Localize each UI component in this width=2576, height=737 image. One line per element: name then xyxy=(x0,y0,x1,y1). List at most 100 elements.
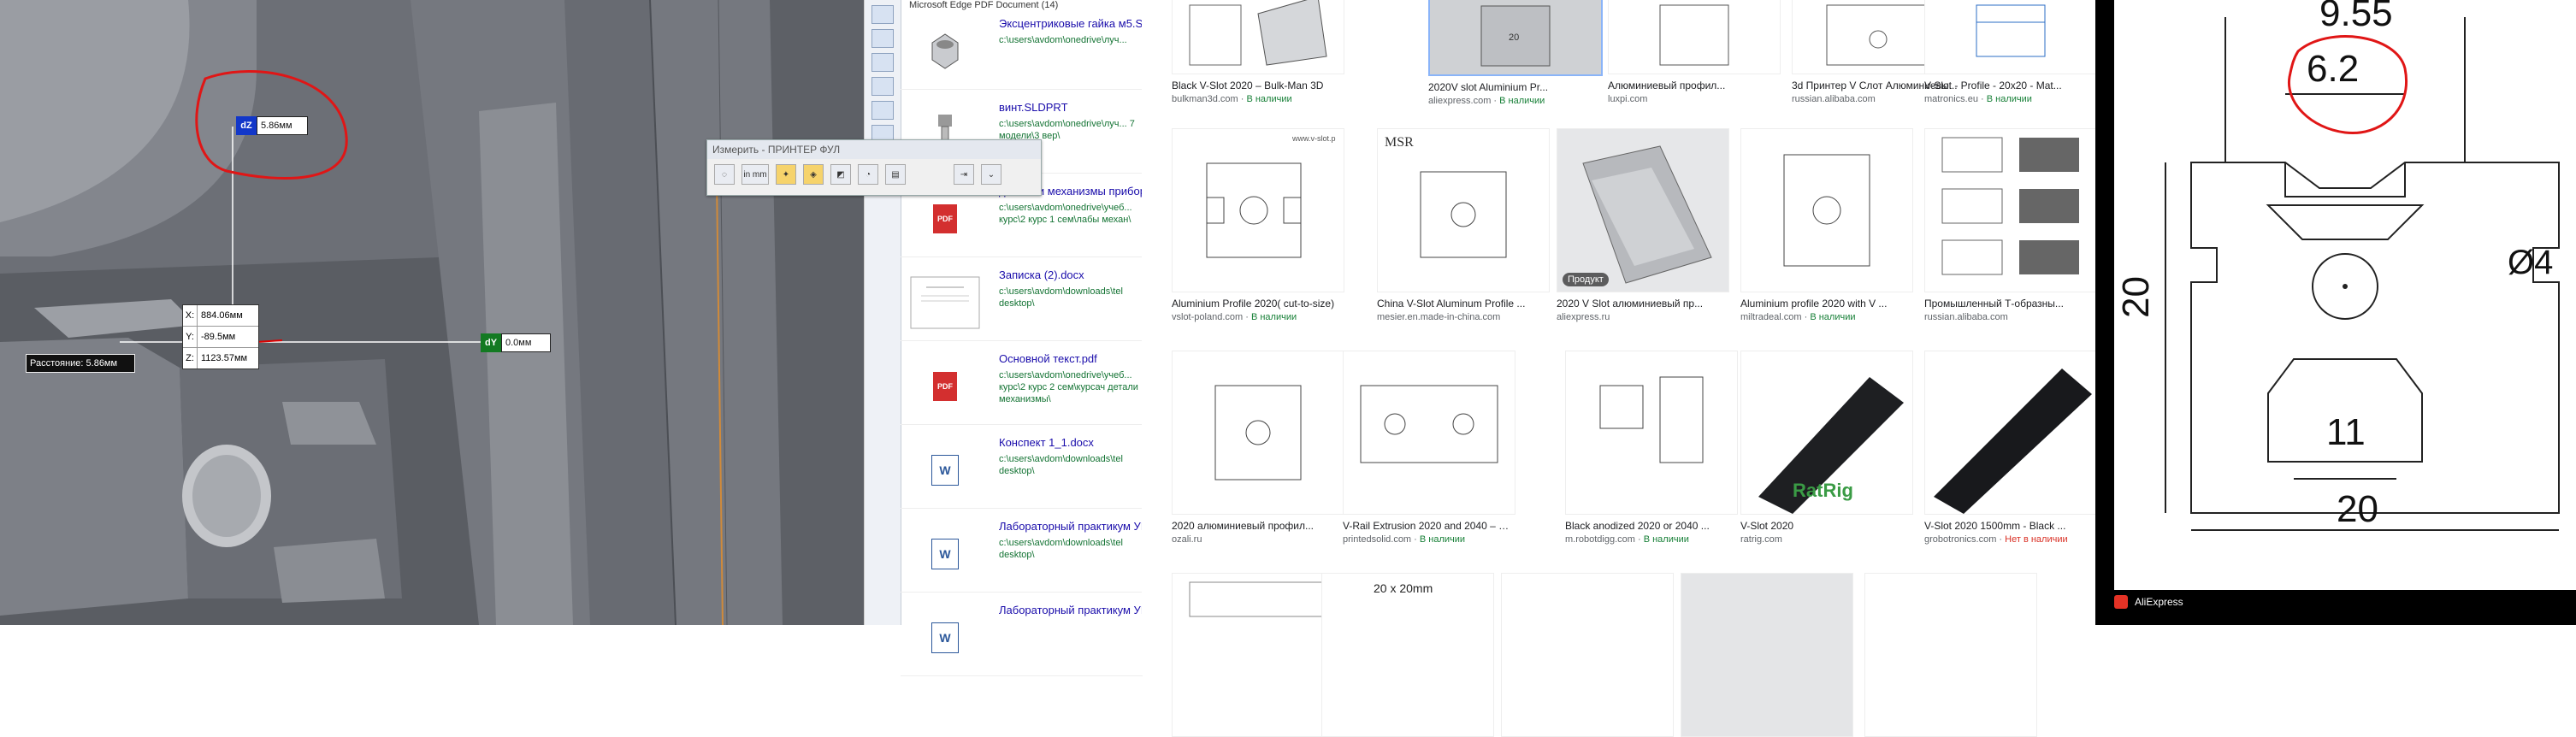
result-image[interactable]: www.v-slot.p xyxy=(1172,128,1344,292)
file-name[interactable]: Конспект 1_1.docx xyxy=(999,436,1094,449)
result-caption[interactable]: Aluminium profile 2020 with V ... xyxy=(1740,298,1888,310)
result-card[interactable]: MSR China V-Slot Aluminum Profile ... me… xyxy=(1377,128,1550,322)
result-card[interactable]: Aluminium profile 2020 with V ... miltra… xyxy=(1740,128,1913,322)
file-name[interactable]: Основной текст.pdf xyxy=(999,352,1097,365)
result-caption[interactable]: V-Slot 2020 1500mm - Black ... xyxy=(1924,520,2066,532)
result-caption[interactable]: 2020 алюминиевый профил... xyxy=(1172,520,1314,532)
result-caption[interactable]: V-Rail Extrusion 2020 and 2040 – Printe.… xyxy=(1343,520,1514,532)
drawing-icon[interactable] xyxy=(871,101,894,120)
result-card[interactable]: V-Rail Extrusion 2020 and 2040 – Printe.… xyxy=(1343,351,1515,545)
result-source: bulkman3d.com · В наличии xyxy=(1172,94,1292,104)
source-name: luxpi.com xyxy=(1608,94,1648,104)
result-card[interactable]: Промышленный Т-образны... russian.alibab… xyxy=(1924,128,2097,322)
result-caption[interactable]: China V-Slot Aluminum Profile ... xyxy=(1377,298,1526,310)
result-caption[interactable]: Black anodized 2020 or 2040 ... xyxy=(1565,520,1710,532)
thumb-url: www.v-slot.p xyxy=(1291,134,1336,143)
file-name[interactable]: Лабораторный практикум УМ 1.doc xyxy=(999,520,1181,533)
file-item[interactable]: PDF детали и механизмы приборов.pdf c:\u… xyxy=(901,180,1177,257)
source-name: russian.alibaba.com xyxy=(1792,94,1876,104)
result-image[interactable] xyxy=(1740,128,1913,292)
file-name[interactable]: винт.SLDPRT xyxy=(999,101,1068,114)
file-item[interactable]: PDF Основной текст.pdf c:\users\avdom\on… xyxy=(901,347,1143,425)
xyz-button[interactable]: ◈ xyxy=(803,164,824,185)
units-button[interactable]: in mm xyxy=(741,164,769,185)
svg-text:20: 20 xyxy=(1509,32,1519,43)
open-icon[interactable] xyxy=(871,29,894,48)
result-card[interactable] xyxy=(1501,573,1674,737)
result-image[interactable] xyxy=(1501,573,1674,737)
result-caption[interactable]: Промышленный Т-образны... xyxy=(1924,298,2064,310)
result-image[interactable] xyxy=(1565,351,1738,515)
result-caption[interactable]: V-Slot - Profile - 20x20 - Mat... xyxy=(1924,80,2062,91)
history-button[interactable]: ◔ xyxy=(858,164,878,185)
result-image[interactable]: RatRig xyxy=(1740,351,1913,515)
file-name[interactable]: Лабораторный практикум УМ 1.doc xyxy=(999,604,1181,616)
result-image[interactable]: 20 xyxy=(1428,0,1603,76)
footer-source[interactable]: AliExpress xyxy=(2135,596,2183,608)
result-image[interactable]: MSR xyxy=(1377,128,1550,292)
result-caption[interactable]: 2020V slot Aluminium Pr... xyxy=(1428,81,1549,93)
file-item[interactable]: W Конспект 1_1.docx c:\users\avdom\downl… xyxy=(901,431,1143,509)
result-image[interactable] xyxy=(1343,351,1515,515)
result-card[interactable]: V-Slot - Profile - 20x20 - Mat... matron… xyxy=(1924,0,2097,104)
coordinates-box: X:884.06мм Y:-89.5мм Z:1123.57мм xyxy=(182,304,259,369)
file-item[interactable]: Записка (2).docx c:\users\avdom\download… xyxy=(901,263,1143,341)
result-card[interactable] xyxy=(1681,573,1853,737)
result-card[interactable]: Алюминиевый профил... luxpi.com xyxy=(1608,0,1781,104)
cad-viewport[interactable]: dZ 5.86мм dY 0.0мм Расстояние: 5.86мм X:… xyxy=(0,0,889,625)
folder-icon[interactable] xyxy=(871,5,894,24)
result-caption[interactable]: 2020 V Slot алюминиевый пр... xyxy=(1557,298,1704,310)
result-card[interactable]: Black anodized 2020 or 2040 ... m.robotd… xyxy=(1565,351,1738,545)
sensor-button[interactable]: ▤ xyxy=(885,164,906,185)
file-path: c:\users\avdom\onedrive\луч... xyxy=(999,35,1127,45)
result-image[interactable] xyxy=(1608,0,1781,74)
result-card[interactable]: Продукт 2020 V Slot алюминиевый пр... al… xyxy=(1557,128,1729,322)
result-image[interactable] xyxy=(1864,573,2037,737)
product-badge: Продукт xyxy=(1563,273,1609,286)
file-name[interactable]: детали и механизмы приборов.pdf xyxy=(999,185,1177,198)
dim-hole: Ø4 xyxy=(2508,244,2553,281)
result-card[interactable] xyxy=(1864,573,2037,737)
point-to-point-button[interactable]: ✦ xyxy=(776,164,796,185)
result-caption[interactable]: V-Slot 2020 xyxy=(1740,520,1794,532)
file-item[interactable]: Эксцентриковые гайка м5.SLDPRT c:\users\… xyxy=(901,12,1179,90)
file-name[interactable]: Записка (2).docx xyxy=(999,268,1084,281)
file-path: c:\users\avdom\onedrive\луч... 7 модели\… xyxy=(999,119,1135,141)
result-card[interactable]: 20 x 20mm xyxy=(1321,573,1494,737)
result-card[interactable]: Black V-Slot 2020 – Bulk-Man 3D bulkman3… xyxy=(1172,0,1344,104)
result-image[interactable] xyxy=(1924,128,2097,292)
result-image[interactable] xyxy=(1924,0,2097,74)
result-card[interactable]: RatRig V-Slot 2020 ratrig.com xyxy=(1740,351,1913,545)
recent-files-panel: Microsoft Edge PDF Document (14) Эксцент… xyxy=(864,0,1180,676)
projection-button[interactable]: ◩ xyxy=(830,164,851,185)
measure-toolbar[interactable]: Измерить - ПРИНТЕР ФУЛ ◌ in mm ✦ ◈ ◩ ◔ ▤… xyxy=(706,139,1042,196)
measure-clear-button[interactable]: ◌ xyxy=(714,164,735,185)
dy-value: 0.0мм xyxy=(501,333,551,352)
result-card[interactable]: V-Slot 2020 1500mm - Black ... grobotron… xyxy=(1924,351,2097,545)
result-image[interactable] xyxy=(1924,351,2097,515)
result-caption[interactable]: Алюминиевый профил... xyxy=(1608,80,1726,91)
result-image[interactable]: Продукт xyxy=(1557,128,1729,292)
result-image[interactable] xyxy=(1172,0,1344,74)
result-image[interactable]: 20 x 20mm xyxy=(1321,573,1494,737)
file-item[interactable]: W Лабораторный практикум УМ 1.doc c:\use… xyxy=(901,515,1180,593)
file-path: c:\users\avdom\onedrive\учеб... курс\2 к… xyxy=(999,370,1138,404)
cad-model-view[interactable] xyxy=(0,0,889,625)
part-icon[interactable] xyxy=(871,53,894,72)
source-name: mesier.en.made-in-china.com xyxy=(1377,312,1501,322)
result-card[interactable] xyxy=(1172,573,1344,737)
result-card[interactable]: www.v-slot.p Aluminium Profile 2020( cut… xyxy=(1172,128,1344,322)
file-item[interactable]: W Лабораторный практикум УМ 1.doc xyxy=(901,598,1180,676)
assembly-icon[interactable] xyxy=(871,77,894,96)
result-card[interactable]: 2020 алюминиевый профил... ozali.ru xyxy=(1172,351,1344,545)
result-image[interactable] xyxy=(1681,573,1853,737)
document-thumbnail xyxy=(909,275,981,330)
result-image[interactable] xyxy=(1172,573,1344,737)
result-caption[interactable]: Black V-Slot 2020 – Bulk-Man 3D xyxy=(1172,80,1324,91)
result-card[interactable]: 20 2020V slot Aluminium Pr... aliexpress… xyxy=(1428,0,1603,106)
result-image[interactable] xyxy=(1172,351,1344,515)
collapse-icon[interactable]: ⌄ xyxy=(981,164,1001,185)
result-caption[interactable]: Aluminium Profile 2020( cut-to-size) xyxy=(1172,298,1335,310)
file-name[interactable]: Эксцентриковые гайка м5.SLDPRT xyxy=(999,17,1179,30)
pin-icon[interactable]: ⇥ xyxy=(954,164,974,185)
